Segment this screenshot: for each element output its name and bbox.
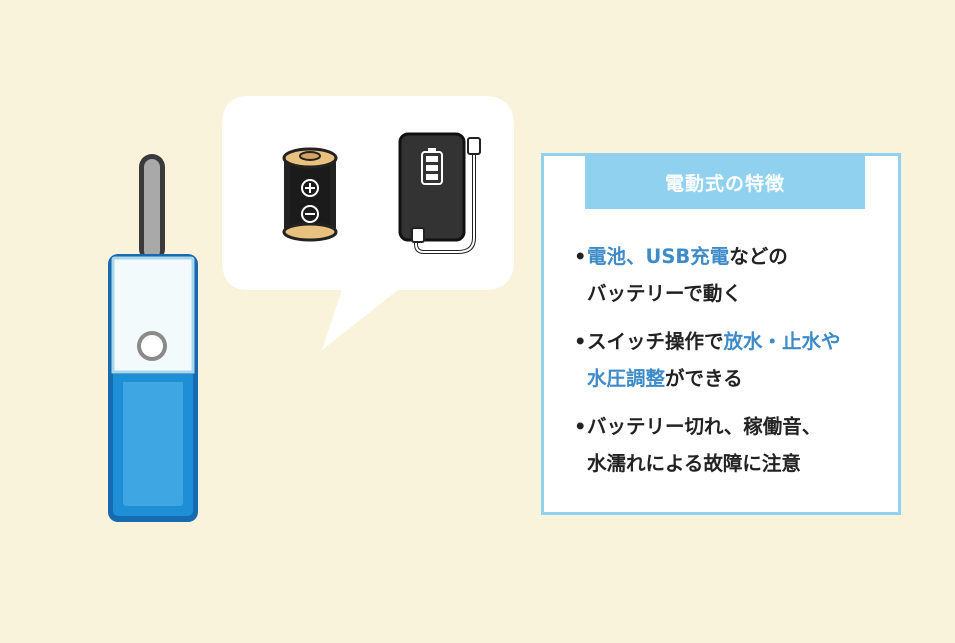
feature-text: バッテリーで動く bbox=[587, 282, 742, 305]
power-bank-icon bbox=[398, 132, 481, 254]
speech-bubble bbox=[218, 92, 518, 352]
bullet: • bbox=[574, 245, 587, 268]
feature-line: バッテリー切れ、稼働音、 bbox=[587, 408, 892, 445]
feature-text-highlight: 放水・止水や bbox=[723, 330, 841, 353]
feature-line: 水圧調整ができる bbox=[587, 360, 892, 397]
feature-item-2: • スイッチ操作で放水・止水や 水圧調整ができる bbox=[574, 323, 892, 397]
features-panel: 電動式の特徴 • 電池、USB充電などの バッテリーで動く • スイッチ操作で放… bbox=[541, 153, 901, 515]
feature-item-1: • 電池、USB充電などの バッテリーで動く bbox=[574, 238, 892, 312]
feature-text: ができる bbox=[665, 367, 743, 390]
feature-text-highlight: 水圧調整 bbox=[587, 367, 666, 390]
feature-line: バッテリーで動く bbox=[587, 275, 892, 312]
feature-text-highlight: 電池、USB充電 bbox=[587, 245, 730, 268]
bullet: • bbox=[574, 330, 587, 353]
bullet: • bbox=[574, 415, 587, 438]
feature-text: 水濡れによる故障に注意 bbox=[587, 452, 801, 475]
features-title: 電動式の特徴 bbox=[585, 156, 865, 209]
feature-line: スイッチ操作で放水・止水や bbox=[587, 323, 892, 360]
battery-icon bbox=[282, 147, 338, 242]
feature-line: 電池、USB充電などの bbox=[587, 238, 892, 275]
features-list: • 電池、USB充電などの バッテリーで動く • スイッチ操作で放水・止水や 水… bbox=[574, 238, 892, 493]
feature-line: 水濡れによる故障に注意 bbox=[587, 445, 892, 482]
oral-irrigator-device-icon bbox=[100, 150, 210, 534]
feature-text: スイッチ操作で bbox=[587, 330, 724, 353]
feature-text: バッテリー切れ、稼働音、 bbox=[587, 415, 822, 438]
feature-item-3: • バッテリー切れ、稼働音、 水濡れによる故障に注意 bbox=[574, 408, 892, 482]
feature-text: などの bbox=[729, 245, 788, 268]
